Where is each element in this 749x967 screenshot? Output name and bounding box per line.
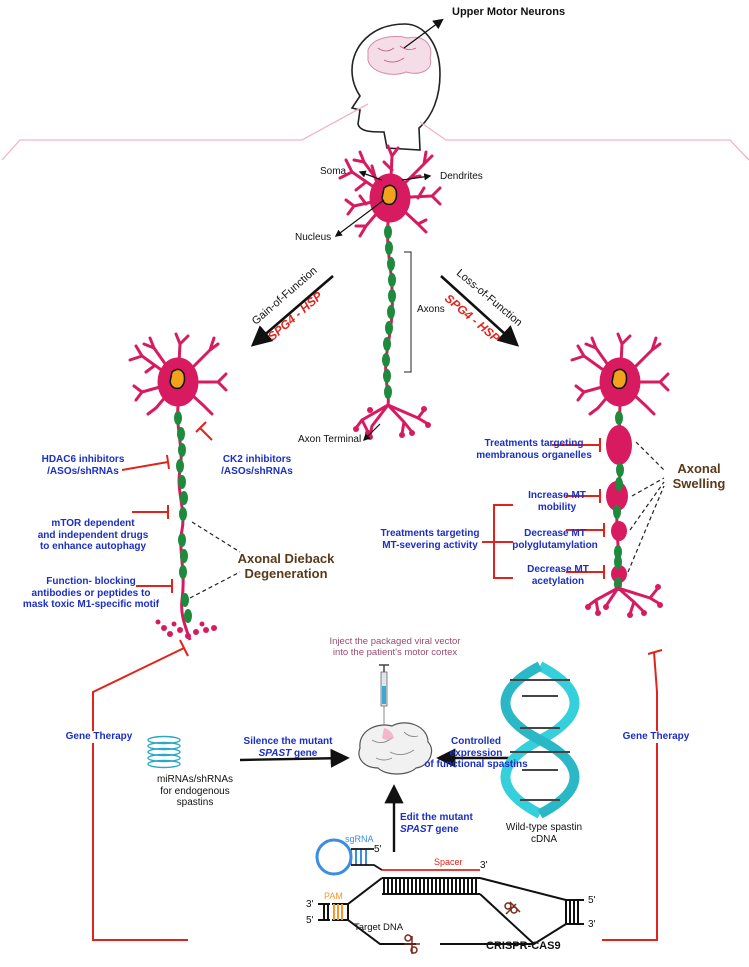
left-three-prime: 3' xyxy=(306,899,314,910)
axon-segment xyxy=(178,475,186,489)
axon-segment xyxy=(180,491,188,505)
scissors-icon xyxy=(404,901,521,954)
axon-segment xyxy=(383,337,391,351)
axon-segment xyxy=(384,225,392,239)
axon-segment xyxy=(181,593,189,607)
axon-segment xyxy=(179,565,187,579)
target-dna-label: Target DNA xyxy=(354,922,404,933)
mirna-coil-icon xyxy=(147,735,181,769)
axon-segment xyxy=(384,385,392,399)
ck2-text: CK2 inhibitors/ASOs/shRNAs xyxy=(221,454,293,477)
axon-segment xyxy=(385,241,393,255)
right-three-prime: 3' xyxy=(588,919,596,930)
sgrna-five-prime: 5' xyxy=(374,844,382,855)
crispr-cas9-label: CRISPR-CAS9 xyxy=(486,940,561,952)
axon-segment xyxy=(383,369,391,383)
axon-segment xyxy=(178,443,186,457)
right-five-prime: 5' xyxy=(588,895,596,906)
axon-segment xyxy=(385,321,393,335)
soma-label: Soma xyxy=(320,166,347,177)
pam-label: PAM xyxy=(324,891,343,901)
hdac6-text: HDAC6 inhibitors/ASOs/shRNAs xyxy=(41,454,125,477)
axon-segment xyxy=(176,459,184,473)
silence-text: Silence the mutant SPAST gene xyxy=(243,736,333,759)
axon-segment xyxy=(387,305,395,319)
nucleus-label: Nucleus xyxy=(295,232,332,243)
left-neuron xyxy=(128,332,228,416)
left-inhibitor-lines xyxy=(121,421,213,593)
axon-segment xyxy=(178,533,186,547)
dendrites-label: Dendrites xyxy=(440,171,483,182)
edit-text: Edit the mutant SPAST gene xyxy=(400,812,473,835)
axon-segment xyxy=(177,427,185,441)
gene-therapy-left-label: Gene Therapy xyxy=(64,731,134,743)
gene-therapy-right-label: Gene Therapy xyxy=(616,731,696,743)
gene-therapy-brackets xyxy=(92,639,663,941)
axon-segment xyxy=(184,609,192,623)
axon-segment xyxy=(615,411,623,425)
central-nucleus xyxy=(381,184,398,206)
axon-segment xyxy=(388,289,396,303)
left-axon-terminal xyxy=(155,619,217,639)
title-label: Upper Motor Neurons xyxy=(452,6,566,18)
axon-segment xyxy=(614,555,622,569)
dna-helix-icon xyxy=(500,661,580,819)
brain-icon xyxy=(358,722,433,775)
right-inhibitor-lines xyxy=(482,438,605,579)
axon-segment xyxy=(616,463,624,477)
axon-segment xyxy=(180,549,188,563)
left-five-prime: 5' xyxy=(306,915,314,926)
crispr-complex xyxy=(315,838,584,954)
axon-segment xyxy=(179,507,187,521)
right-axonal-swellings xyxy=(606,425,632,583)
central-axon-segments xyxy=(382,225,396,399)
crispr-base-pairs xyxy=(383,878,477,894)
axon-segment xyxy=(388,273,396,287)
axon-segment xyxy=(387,257,395,271)
left-axon-segments xyxy=(174,411,192,623)
right-axon-terminal xyxy=(586,586,662,616)
axon-terminal-label: Axon Terminal xyxy=(298,434,362,445)
spacer-three-prime: 3' xyxy=(480,860,488,871)
axon-segment xyxy=(613,505,621,519)
spacer-label: Spacer xyxy=(434,857,463,867)
axon-segment xyxy=(174,411,182,425)
central-axon-terminal xyxy=(354,403,430,438)
axon-segment xyxy=(382,353,390,367)
head-icon xyxy=(350,23,441,151)
body-outline xyxy=(1,103,369,161)
axon-segment xyxy=(615,477,623,491)
syringe-icon xyxy=(379,664,389,730)
axon-segment xyxy=(614,545,622,559)
axons-label: Axons xyxy=(417,304,445,315)
sgrna-label: sgRNA xyxy=(345,834,374,844)
